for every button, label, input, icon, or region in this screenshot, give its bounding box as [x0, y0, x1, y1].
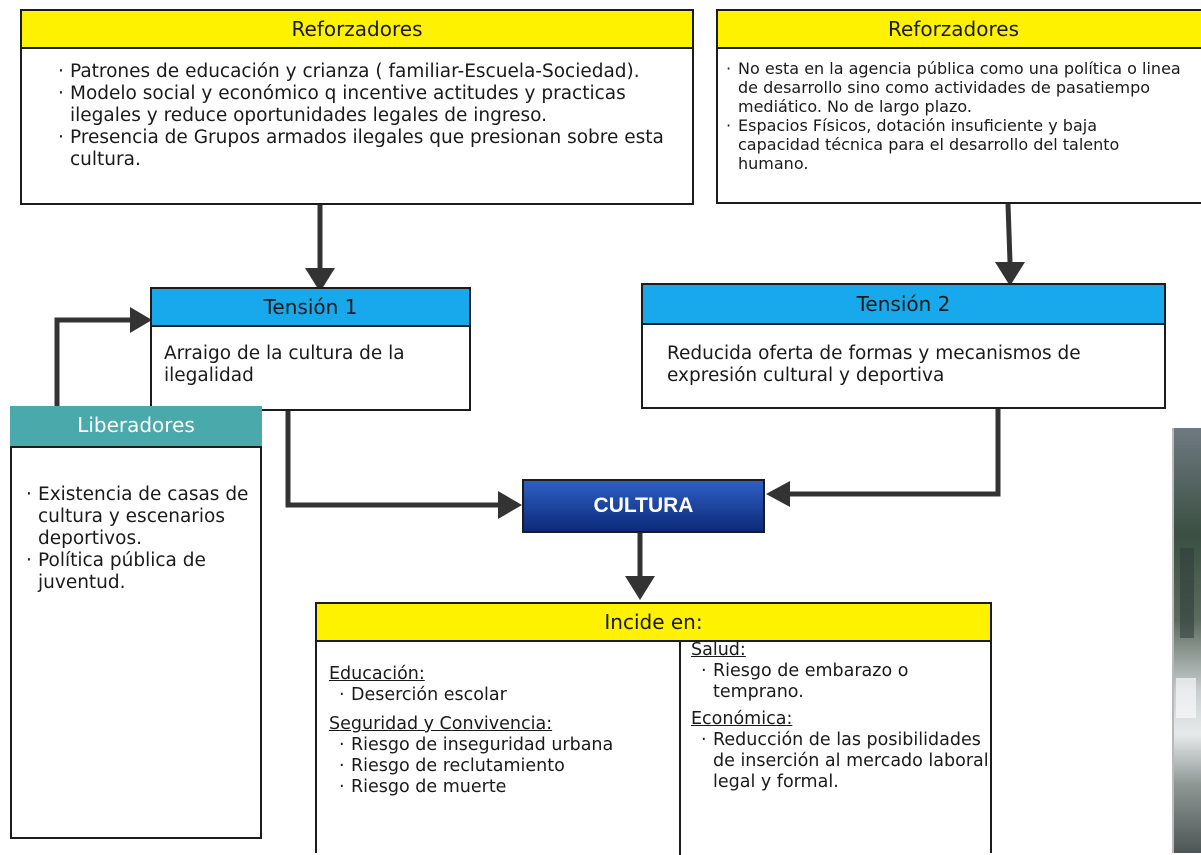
incide-left-column: Educación: Deserción escolar Seguridad y… — [329, 664, 674, 798]
arrow-right-icon — [498, 491, 522, 519]
arrow-left-icon — [766, 481, 790, 507]
tension1-box: Arraigo de la cultura de la ilegalidad — [150, 325, 471, 411]
arrow-tension2-cultura — [788, 407, 1001, 497]
photo-fragment — [1172, 428, 1201, 853]
arrow-right-icon — [130, 307, 152, 333]
photo-highlight — [1176, 678, 1196, 718]
tension2-title: Tensión 2 — [856, 292, 951, 316]
photo-shade — [1180, 548, 1194, 638]
incide-title: Incide en: — [604, 610, 703, 634]
arrow-liberadores-tension1 — [54, 317, 132, 407]
list-item: Política pública de juventud. — [26, 550, 238, 594]
reforzadores-right-box: No esta en la agencia pública como una p… — [716, 47, 1201, 204]
incide-list: Deserción escolar — [339, 685, 674, 706]
list-item: Existencia de casas de cultura y escenar… — [26, 484, 254, 550]
list-item: Riesgo de embarazo o temprano. — [701, 661, 931, 703]
reforzadores-left-box: Patrones de educación y crianza ( famili… — [20, 47, 694, 205]
tension2-header: Tensión 2 — [641, 283, 1166, 325]
list-item: Patrones de educación y crianza ( famili… — [58, 61, 682, 83]
list-item: Modelo social y económico q incentive ac… — [58, 83, 682, 127]
list-item: Presencia de Grupos armados ilegales que… — [58, 127, 682, 171]
tension1-title: Tensión 1 — [263, 295, 358, 319]
cultura-box: CULTURA — [522, 479, 765, 533]
reforzadores-right-list: No esta en la agencia pública como una p… — [726, 59, 1201, 173]
tension1-header: Tensión 1 — [150, 287, 471, 327]
list-item: Riesgo de reclutamiento — [339, 756, 674, 777]
reforzadores-right-title: Reforzadores — [888, 17, 1019, 41]
list-item: Deserción escolar — [339, 685, 674, 706]
incide-heading: Educación: — [329, 664, 425, 684]
list-item: No esta en la agencia pública como una p… — [726, 59, 1201, 116]
incide-heading: Salud: — [691, 640, 746, 660]
list-item: Reducción de las posibilidades de inserc… — [701, 730, 991, 793]
incide-heading: Económica: — [691, 709, 793, 729]
incide-list: Reducción de las posibilidades de inserc… — [701, 730, 991, 793]
incide-list: Riesgo de embarazo o temprano. — [701, 661, 931, 703]
liberadores-header: Liberadores — [10, 406, 262, 446]
reforzadores-left-list: Patrones de educación y crianza ( famili… — [58, 61, 682, 171]
incide-box: Educación: Deserción escolar Seguridad y… — [315, 640, 992, 855]
arrow-down-icon — [625, 576, 655, 600]
incide-divider — [679, 642, 681, 855]
list-item: Riesgo de inseguridad urbana — [339, 735, 674, 756]
reforzadores-left-title: Reforzadores — [291, 17, 423, 41]
arrow-down-icon — [995, 262, 1025, 286]
reforzadores-left-header: Reforzadores — [20, 9, 694, 49]
tension2-box: Reducida oferta de formas y mecanismos d… — [641, 323, 1166, 409]
arrow-reforzadores-tension2 — [1005, 203, 1013, 263]
incide-list: Riesgo de inseguridad urbana Riesgo de r… — [339, 735, 674, 798]
liberadores-box: Existencia de casas de cultura y escenar… — [10, 446, 262, 839]
incide-right-column: Salud: Riesgo de embarazo o temprano. Ec… — [691, 640, 989, 793]
list-item: Riesgo de muerte — [339, 777, 674, 798]
incide-header: Incide en: — [315, 602, 992, 642]
tension2-text: Reducida oferta de formas y mecanismos d… — [667, 343, 1081, 386]
tension1-text: Arraigo de la cultura de la ilegalidad — [164, 343, 405, 386]
list-item: Espacios Físicos, dotación insuficiente … — [726, 116, 1138, 173]
cultura-label: CULTURA — [593, 494, 694, 517]
arrow-down-icon — [305, 268, 335, 292]
liberadores-title: Liberadores — [77, 413, 195, 437]
arrow-tension1-cultura — [285, 410, 500, 508]
reforzadores-right-header: Reforzadores — [716, 9, 1201, 49]
liberadores-list: Existencia de casas de cultura y escenar… — [26, 484, 252, 594]
incide-heading: Seguridad y Convivencia: — [329, 714, 553, 734]
